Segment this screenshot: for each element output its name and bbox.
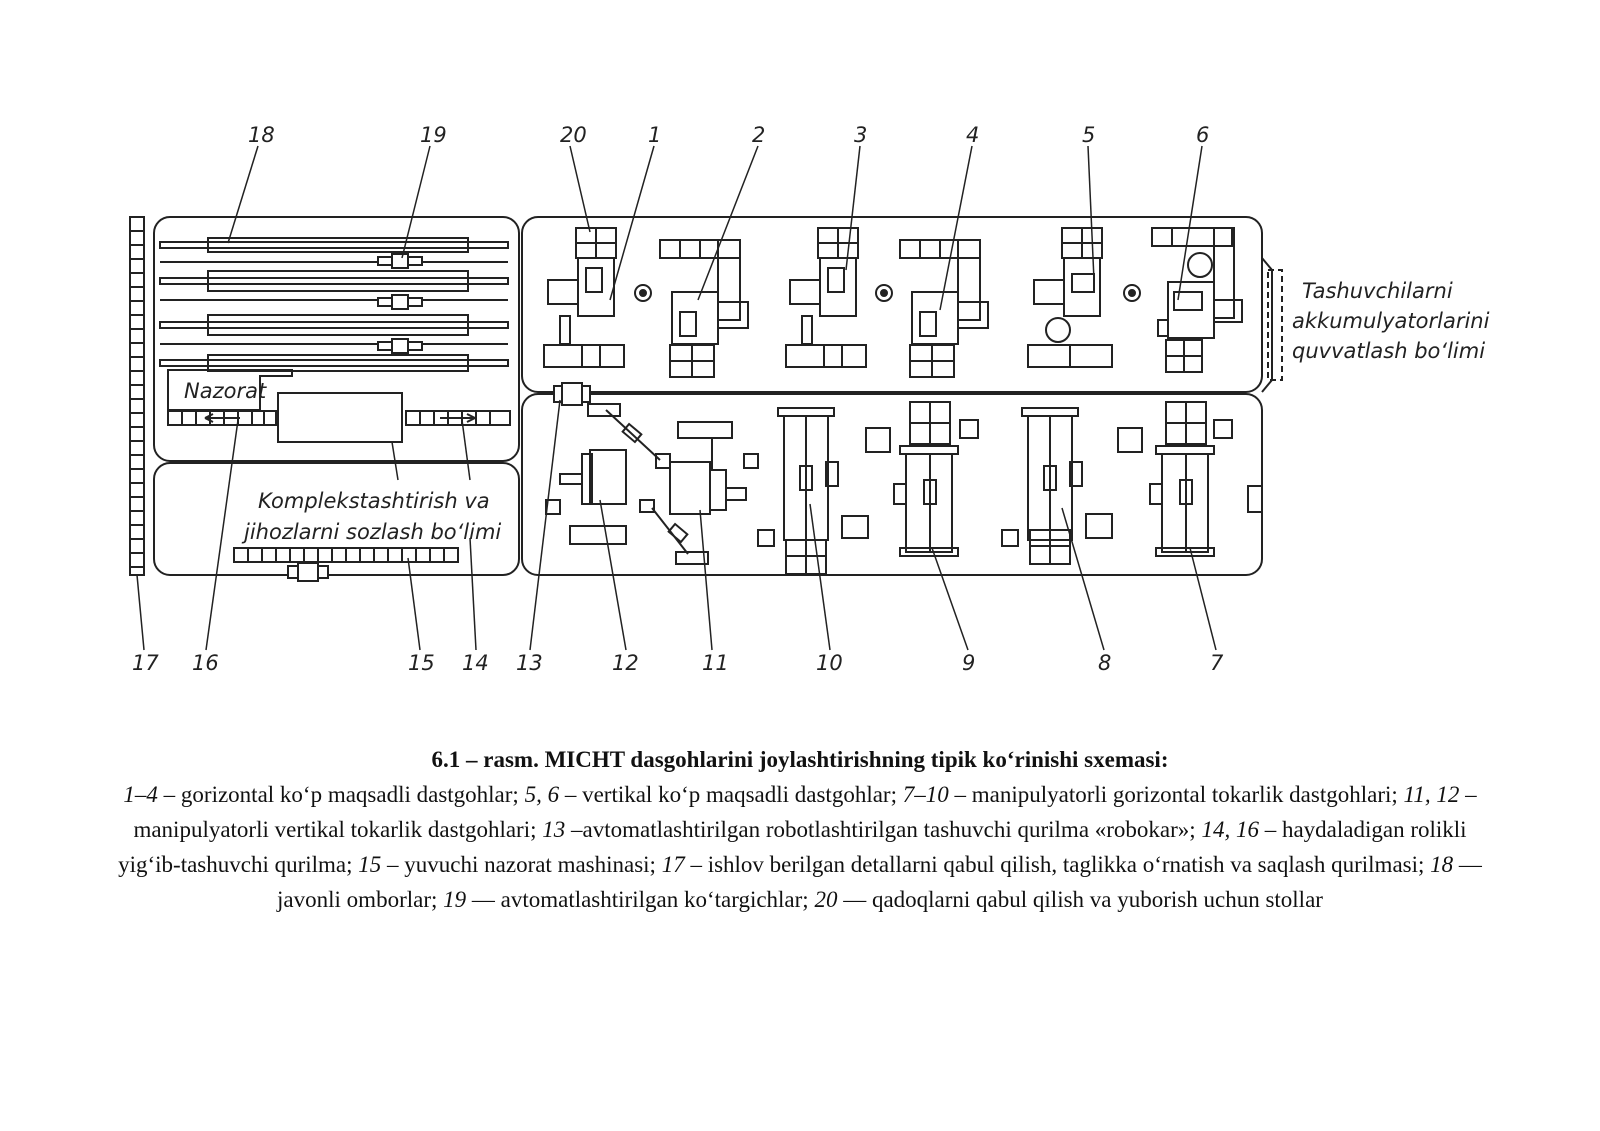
caption-item-num: 1–4 (123, 782, 158, 807)
label-11: 11 (702, 651, 729, 675)
label-13: 13 (516, 651, 543, 675)
roller-conveyor-16 (167, 410, 277, 426)
caption-item-text: – gorizontal ko‘p maqsadli dastgohlar; (157, 782, 525, 807)
machines-bottom (545, 401, 1263, 575)
label-12: 12 (612, 651, 639, 675)
label-19: 19 (420, 123, 447, 147)
battery-label-1: Tashuvchilarni (1302, 279, 1453, 303)
caption-item-num: 17 (661, 852, 685, 877)
caption-item-text: – vertikal ko‘p maqsadli dastgohlar; (559, 782, 903, 807)
caption-item-num: 5, 6 (524, 782, 560, 807)
caption-item-text: – manipulyatorli gorizontal tokarlik das… (948, 782, 1404, 807)
battery-label-3: quvvatlash bo‘limi (1292, 339, 1485, 363)
lift-19 (377, 253, 423, 354)
caption-item-text: –avtomatlashtirilgan robotlashtirilgan t… (565, 817, 1202, 842)
caption-item-text: – haydaladigan rolikli yig‘ib-tashuvchi … (118, 817, 1467, 877)
caption-item-num: 11, 12 (1403, 782, 1460, 807)
label-18: 18 (248, 123, 275, 147)
battery-label-2: akkumulyatorlarini (1292, 309, 1490, 333)
caption-item-text: – yuvuchi nazorat mashinasi; (381, 852, 662, 877)
caption-item-text: – ishlov berilgan detallarni qabul qilis… (684, 852, 1431, 877)
label-8: 8 (1098, 651, 1111, 675)
leader-lines (136, 145, 1217, 651)
warehouse-section (153, 216, 520, 462)
lathe-section (521, 393, 1263, 576)
caption-item-num: 13 (542, 817, 566, 842)
label-10: 10 (816, 651, 843, 675)
label-7: 7 (1210, 651, 1224, 675)
label-1: 1 (648, 123, 661, 147)
caption-item-num: 14, 16 (1201, 817, 1259, 842)
caption-title: 6.1 – rasm. MICHT dasgohlarini joylashti… (431, 747, 1169, 772)
charging-station (1267, 269, 1283, 381)
storage-rack-17 (129, 216, 145, 576)
caption-item-text: — qadoqlarni qabul qilish va yuborish uc… (837, 887, 1323, 912)
assembly-section (153, 462, 520, 576)
caption-item-text: — javonli omborlar; (277, 852, 1482, 912)
label-4: 4 (966, 123, 979, 147)
washing-machine-15 (277, 392, 403, 443)
label-9: 9 (962, 651, 975, 675)
label-20: 20 (560, 123, 587, 147)
shelf-warehouse-18 (159, 237, 509, 372)
label-3: 3 (854, 123, 867, 147)
label-14: 14 (462, 651, 489, 675)
label-15: 15 (408, 651, 435, 675)
caption-item-num: 15 (358, 852, 382, 877)
assembly-conveyor (233, 547, 459, 563)
caption-item-text: – manipulyatorli vertikal tokarlik dastg… (133, 782, 1477, 842)
roller-conveyor-14 (405, 410, 511, 426)
caption-item-num: 18 (1430, 852, 1454, 877)
nazorat-label: Nazorat (184, 379, 267, 403)
label-5: 5 (1082, 123, 1095, 147)
label-17: 17 (132, 651, 159, 675)
machines-top (543, 227, 1243, 378)
machining-section (521, 216, 1263, 393)
caption-item-num: 7–10 (902, 782, 949, 807)
assembly-label-2: jihozlarni sozlash bo‘limi (241, 520, 501, 544)
caption-item-num: 19 (443, 887, 467, 912)
caption-body: 1–4 – gorizontal ko‘p maqsadli dastgohla… (100, 777, 1500, 917)
label-2: 2 (752, 123, 765, 147)
caption-item-text: — avtomatlashtirilgan ko‘targichlar; (466, 887, 815, 912)
assembly-label-1: Komplekstashtirish va (258, 489, 490, 513)
label-6: 6 (1196, 123, 1209, 147)
label-16: 16 (192, 651, 219, 675)
caption-item-num: 20 (814, 887, 838, 912)
figure-caption: 6.1 – rasm. MICHT dasgohlarini joylashti… (100, 742, 1500, 917)
layout-diagram: Nazorat Komplekstashtirish va jihozlarni… (129, 123, 1490, 675)
